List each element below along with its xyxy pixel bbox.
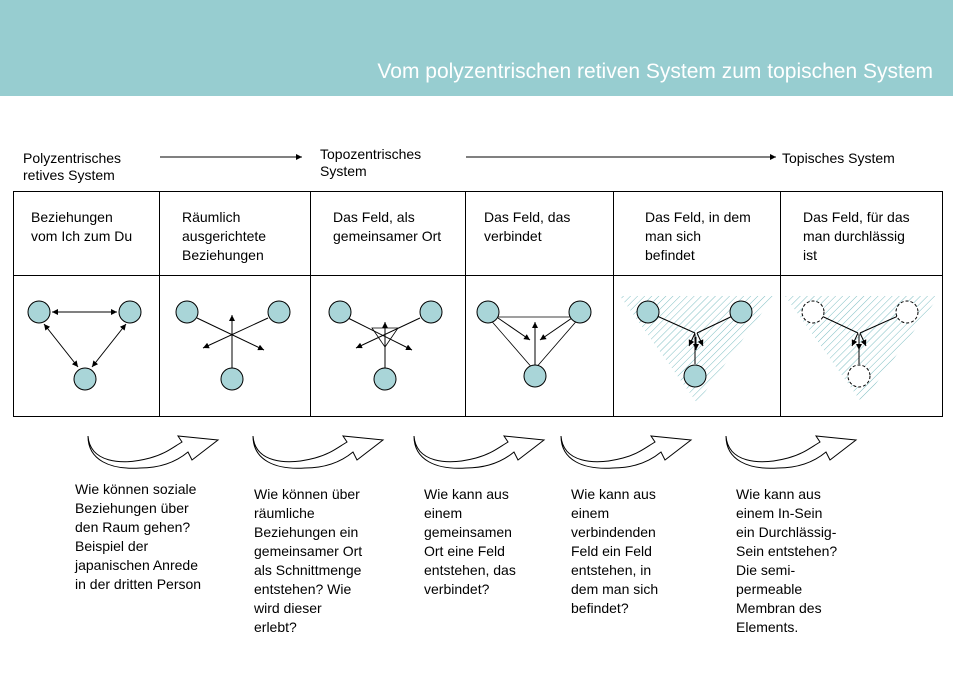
column-label-directed: Räumlich ausgerichtete Beziehungen xyxy=(182,208,266,265)
question-line: Wie können über xyxy=(254,486,360,502)
question-line: entstehen, das xyxy=(424,562,516,578)
stage-label-line: Polyzentrisches xyxy=(23,150,122,166)
question-line: Sein entstehen? xyxy=(736,543,838,559)
question-line: Wie kann aus xyxy=(736,486,821,502)
question-line: in der dritten Person xyxy=(75,576,202,592)
question-line: Membran des xyxy=(736,600,822,616)
question-line: Wie kann aus xyxy=(571,486,656,502)
label-line: Das Feld, in dem xyxy=(645,209,751,225)
question-line: als Schnittmenge xyxy=(254,562,362,578)
question-line: Elements. xyxy=(736,619,799,635)
column-label-being-in: Das Feld, in dem man sich befindet xyxy=(645,208,751,265)
diagram-directed-relations xyxy=(175,300,291,391)
label-line: Das Feld, für das xyxy=(803,209,910,225)
question-line: entstehen? Wie xyxy=(254,581,352,597)
transition-arrow xyxy=(252,435,385,469)
diagram-reciprocal-relations xyxy=(27,300,142,391)
question-line: räumliche xyxy=(254,505,315,521)
question-line: einem xyxy=(571,505,610,521)
stage-label-line: Topisches System xyxy=(782,150,895,166)
transition-arrow xyxy=(560,435,693,469)
column-label-connecting: Das Feld, das verbindet xyxy=(484,208,570,246)
diagram-common-place xyxy=(328,300,443,391)
label-line: man sich xyxy=(645,228,702,244)
label-line: Das Feld, das xyxy=(484,209,571,225)
question-line: einem In-Sein xyxy=(736,505,823,521)
question-line: erlebt? xyxy=(254,619,297,635)
table-grid xyxy=(13,191,943,417)
label-line: befindet xyxy=(645,247,695,263)
question-line: befindet? xyxy=(571,600,629,616)
label-line: gemeinsamer Ort xyxy=(333,228,442,244)
column-label-reciprocal: Beziehungen vom Ich zum Du xyxy=(31,208,132,246)
transition-arrow xyxy=(87,435,220,469)
label-line: ist xyxy=(803,247,817,263)
label-line: ausgerichtete xyxy=(182,228,267,244)
label-line: Beziehungen xyxy=(31,209,113,225)
question-line: permeable xyxy=(736,581,803,597)
diagram-connecting-field xyxy=(476,300,592,388)
question-1: Wie können soziale Beziehungen über den … xyxy=(75,480,201,594)
question-line: Beziehungen ein xyxy=(254,524,359,540)
question-line: verbindet? xyxy=(424,581,490,597)
question-line: Wie kann aus xyxy=(424,486,509,502)
question-line: gemeinsamer Ort xyxy=(254,543,363,559)
question-5: Wie kann aus einem In-Sein ein Durchläss… xyxy=(736,485,837,637)
transition-arrow xyxy=(413,435,546,469)
question-line: ein Durchlässig- xyxy=(736,524,837,540)
diagram-field-being-in xyxy=(620,296,774,403)
stage-label-line: retives System xyxy=(23,167,115,183)
question-line: einem xyxy=(424,505,463,521)
page-title: Vom polyzentrischen retiven System zum t… xyxy=(377,60,933,83)
stage-label-topic: Topisches System xyxy=(782,150,895,167)
question-line: Ort eine Feld xyxy=(424,543,505,559)
label-line: verbindet xyxy=(484,228,542,244)
header-bar: Vom polyzentrischen retiven System zum t… xyxy=(0,0,953,96)
stage-label-line: System xyxy=(320,163,367,179)
diagram-permeable-field xyxy=(785,296,939,403)
label-line: Räumlich xyxy=(182,209,241,225)
question-line: verbindenden xyxy=(571,524,656,540)
label-line: man durchlässig xyxy=(803,228,905,244)
question-line: den Raum gehen? xyxy=(75,519,191,535)
column-label-common-place: Das Feld, als gemeinsamer Ort xyxy=(333,208,441,246)
question-line: japanischen Anrede xyxy=(75,557,198,573)
question-line: gemeinsamen xyxy=(424,524,512,540)
column-label-permeable: Das Feld, für das man durchlässig ist xyxy=(803,208,910,265)
transition-arrow xyxy=(725,435,858,469)
question-2: Wie können über räumliche Beziehungen ei… xyxy=(254,485,362,637)
question-3: Wie kann aus einem gemeinsamen Ort eine … xyxy=(424,485,516,599)
question-line: Wie können soziale xyxy=(75,481,197,497)
question-4: Wie kann aus einem verbindenden Feld ein… xyxy=(571,485,658,618)
stage-label-topocentric: Topozentrisches System xyxy=(320,146,421,180)
stage-label-polycentric: Polyzentrisches retives System xyxy=(23,150,121,184)
question-line: dem man sich xyxy=(571,581,659,597)
label-line: Beziehungen xyxy=(182,247,264,263)
question-line: Beispiel der xyxy=(75,538,149,554)
question-line: Beziehungen über xyxy=(75,500,189,516)
question-line: entstehen, in xyxy=(571,562,652,578)
label-line: Das Feld, als xyxy=(333,209,415,225)
label-line: vom Ich zum Du xyxy=(31,228,133,244)
question-line: Die semi- xyxy=(736,562,796,578)
question-line: Feld ein Feld xyxy=(571,543,652,559)
stage-label-line: Topozentrisches xyxy=(320,146,422,162)
question-line: wird dieser xyxy=(254,600,322,616)
